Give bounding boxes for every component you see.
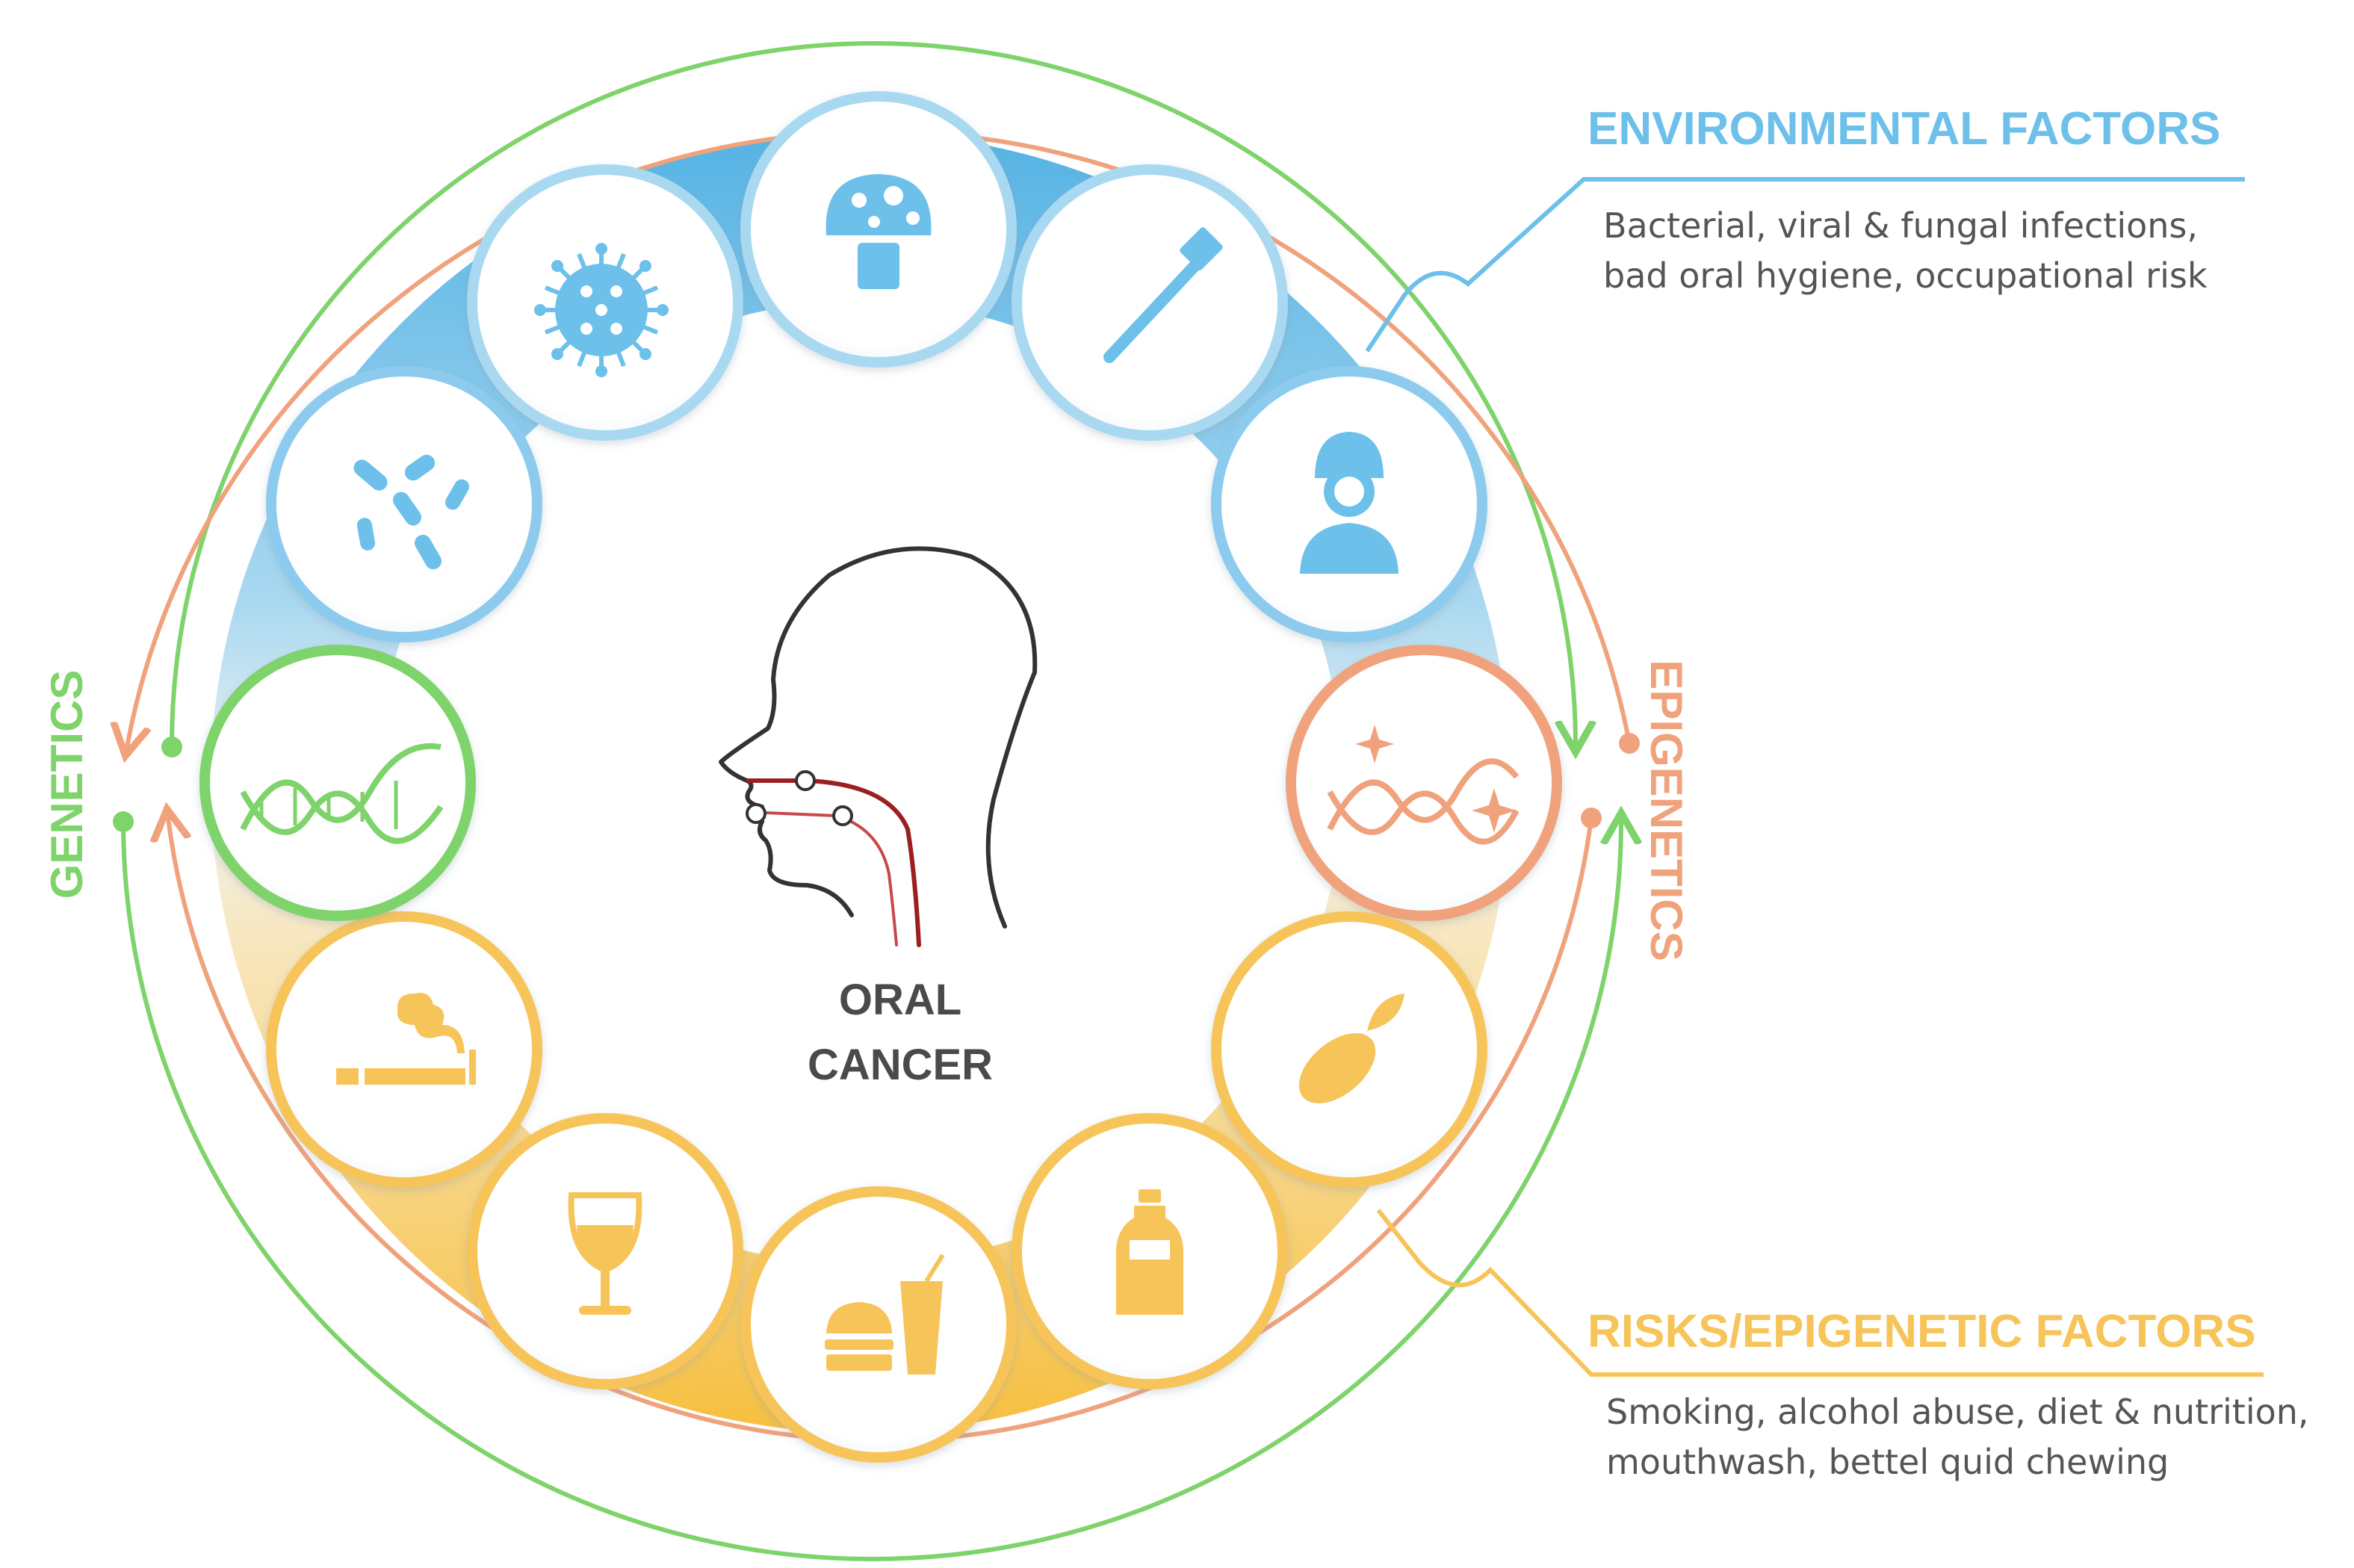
environmental-callout-line [1365, 177, 2245, 353]
nut-leaf-tile [1211, 911, 1487, 1188]
worker-tile [1211, 366, 1487, 642]
icon-tiles [199, 91, 1562, 1463]
cigarette-tile [266, 911, 542, 1188]
worker-icon [1300, 432, 1399, 574]
epigenetic-dna-tile [1286, 645, 1562, 921]
center-title-line1: ORAL [839, 976, 961, 1024]
fast-food-tile [740, 1186, 1017, 1463]
epigenetics-dot-1 [1619, 733, 1640, 754]
factor-ring [211, 133, 1511, 1433]
bacteria-tile [266, 366, 542, 642]
environmental-desc-line1: Bacterial, viral & fungal infections, [1603, 205, 2198, 246]
toothbrush-tile [1012, 164, 1288, 441]
environmental-title: ENVIRONMENTAL FACTORS [1588, 103, 2220, 155]
virus-icon [534, 243, 669, 377]
genetic-dna-tile [199, 645, 476, 921]
genetic-dna-icon [240, 743, 444, 844]
fungus-tile [740, 91, 1017, 368]
risks-desc-line2: mouthwash, bettel quid chewing [1606, 1442, 2169, 1482]
center-title-line2: CANCER [808, 1041, 993, 1089]
bacteria-icon [353, 454, 469, 570]
genetics-arc-bottom [121, 822, 1621, 1562]
toothbrush-icon [1103, 227, 1223, 363]
bottle-icon [1116, 1189, 1183, 1315]
wine-glass-tile [467, 1113, 743, 1389]
fungus-icon [826, 174, 932, 289]
virus-tile [467, 164, 743, 441]
genetics-dot-2 [113, 811, 134, 832]
epigenetic-dna-icon [1327, 725, 1520, 845]
risks-title: RISKS/EPIGENETIC FACTORS [1588, 1306, 2256, 1357]
head-illustration [719, 546, 1038, 947]
callout-lines [1365, 177, 2264, 1377]
risks-callout-line [1376, 1209, 2264, 1377]
tract-node-2 [746, 803, 766, 824]
environmental-desc-line2: bad oral hygiene, occupational risk [1603, 255, 2208, 296]
wine-glass-icon [568, 1192, 642, 1315]
tract-node-3 [832, 805, 853, 826]
tract-node-1 [795, 770, 816, 791]
oral-tract-light [747, 811, 898, 946]
epigenetics-dot-2 [1581, 808, 1602, 828]
risks-desc-line1: Smoking, alcohol abuse, diet & nutrition… [1606, 1392, 2309, 1432]
genetics-dot-1 [161, 737, 182, 757]
epigenetics-label: EPIGENETICS [1641, 660, 1691, 961]
genetics-arc-top [169, 41, 1576, 747]
bottle-tile [1012, 1113, 1288, 1389]
nut-leaf-icon [1298, 994, 1404, 1103]
cigarette-icon [336, 993, 476, 1085]
fast-food-icon [825, 1254, 945, 1375]
genetics-label: GENETICS [42, 670, 92, 899]
head-outline [719, 546, 1038, 929]
oral-tract-dark [746, 778, 921, 947]
cycle-arrows [113, 41, 1640, 1562]
